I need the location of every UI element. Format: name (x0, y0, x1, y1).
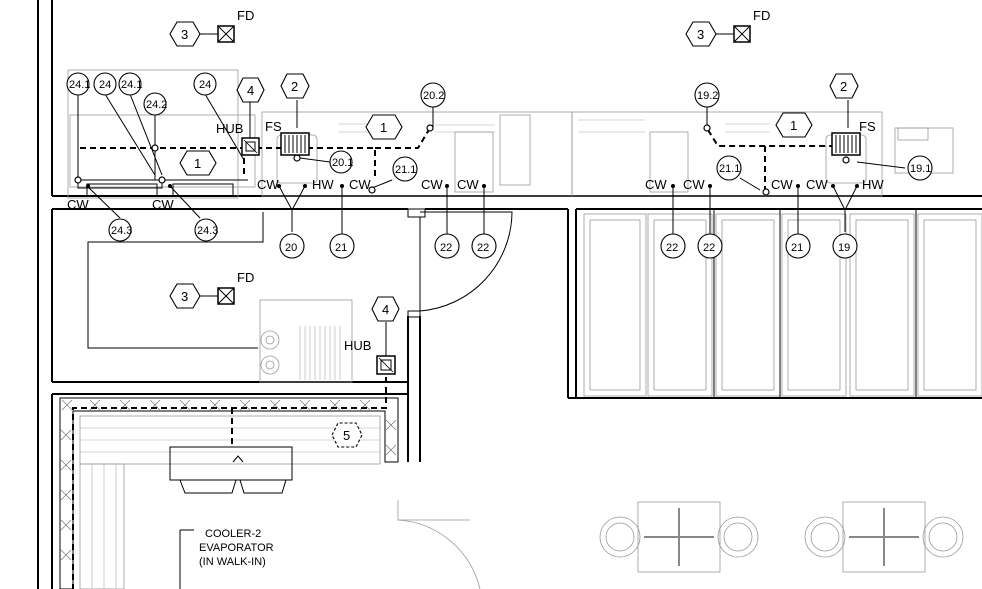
hub-label-middle: HUB (344, 338, 371, 353)
pipe-connection-points (74, 124, 850, 196)
cw-label-6: CW (457, 177, 479, 192)
circle-tag-21-a: 21 (335, 242, 347, 254)
circle-tag-22-a: 22 (440, 242, 452, 254)
hex-tag-2-right: 2 (840, 79, 847, 94)
hw-label-right: HW (862, 177, 884, 192)
hub-drain-middle (376, 355, 396, 375)
circle-tag-22-d: 22 (703, 242, 715, 254)
circle-tag-24-b: 24 (199, 79, 211, 91)
hex-tag-1-left: 1 (194, 156, 201, 171)
cw-label-5: CW (421, 177, 443, 192)
fd-label-1: FD (237, 8, 254, 23)
water-piping (77, 93, 906, 349)
cw-label-8: CW (683, 177, 705, 192)
floor-sink-right (831, 132, 861, 156)
circle-tag-20-2: 20.2 (423, 90, 444, 102)
fd-label-2: FD (753, 8, 770, 23)
cooler-evaporator (169, 446, 293, 494)
pipe-dots (86, 184, 859, 188)
fs-label-right: FS (859, 119, 876, 134)
storage-bays (583, 210, 982, 398)
hex-tag-3-top-right: 3 (697, 27, 704, 42)
dining-table-right (804, 501, 964, 573)
circle-tag-24-3-a: 24.3 (111, 225, 132, 237)
dining-table-left (599, 501, 759, 573)
circle-tag-21-b: 21 (791, 242, 803, 254)
floor-drain-symbol-1 (200, 25, 235, 43)
cw-label-7: CW (645, 177, 667, 192)
circle-tag-24-2: 24.2 (146, 99, 167, 111)
circle-tag-22-b: 22 (477, 242, 489, 254)
circle-tag-21-1-b: 21.1 (719, 163, 740, 175)
hex-tags (169, 21, 859, 448)
circle-tag-20: 20 (285, 242, 297, 254)
circle-tag-19-2: 19.2 (697, 90, 718, 102)
floor-sink-left (280, 132, 310, 156)
floor-drain-symbol-3 (200, 287, 235, 305)
cw-label-4: CW (349, 177, 371, 192)
cw-label-2: CW (152, 197, 174, 212)
hex-tag-4-middle: 4 (382, 302, 389, 317)
kitchen-equipment (67, 69, 954, 383)
cooler-label-line2: EVAPORATOR (199, 542, 274, 554)
hub-label-top: HUB (216, 121, 243, 136)
fs-label-left: FS (265, 119, 282, 134)
cw-label-9: CW (771, 177, 793, 192)
circle-tag-24-3-b: 24.3 (197, 225, 218, 237)
cw-label-1: CW (67, 197, 89, 212)
circle-tag-21-1-a: 21.1 (395, 164, 416, 176)
waste-piping (72, 127, 848, 589)
hex-tag-4-top: 4 (247, 83, 254, 98)
circle-tag-22-c: 22 (666, 242, 678, 254)
circle-tag-19: 19 (838, 242, 850, 254)
hw-label-left: HW (312, 177, 334, 192)
cooler-label-line1: COOLER-2 (205, 528, 261, 540)
circle-tag-24-a: 24 (99, 79, 111, 91)
cw-label-10: CW (806, 177, 828, 192)
hub-drain-top (241, 137, 260, 156)
hex-tag-3-top-left: 3 (181, 27, 188, 42)
circle-tags (66, 72, 933, 259)
circle-tag-24-1-b: 24.1 (121, 79, 142, 91)
hex-tag-1-center: 1 (380, 120, 387, 135)
circle-tag-20-1: 20.1 (332, 157, 353, 169)
cw-label-3: CW (257, 177, 279, 192)
floor-drain-symbol-2 (716, 25, 751, 43)
walk-in-cooler-walls (59, 397, 481, 589)
hex-tag-1-right: 1 (790, 118, 797, 133)
fd-label-3: FD (237, 270, 254, 285)
hex-tag-2-left: 2 (291, 79, 298, 94)
cooler-label-line3: (IN WALK-IN) (199, 556, 266, 568)
circle-tag-19-1: 19.1 (910, 163, 931, 175)
hex-tag-3-middle: 3 (181, 289, 188, 304)
hex-tag-5: 5 (343, 428, 350, 443)
circle-tag-24-1-a: 24.1 (69, 79, 90, 91)
